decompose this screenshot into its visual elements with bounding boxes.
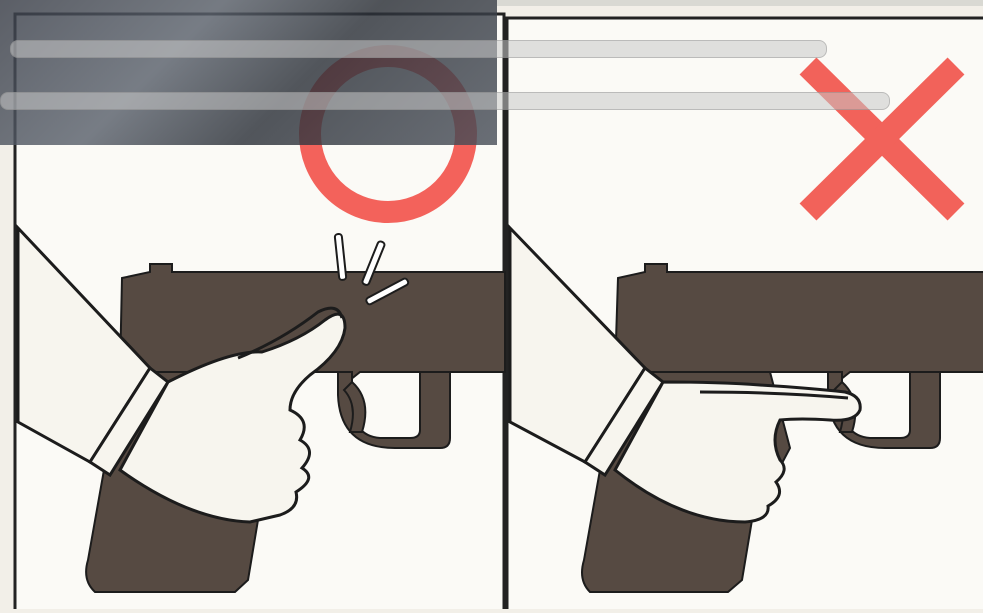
overlay-photo-thumbnail [0,0,497,145]
overlay-scroll-track-1[interactable] [10,40,827,58]
overlay-scroll-track-2[interactable] [0,92,890,110]
right-pistol-slide [615,264,983,380]
overlay-top-strip [497,0,983,6]
